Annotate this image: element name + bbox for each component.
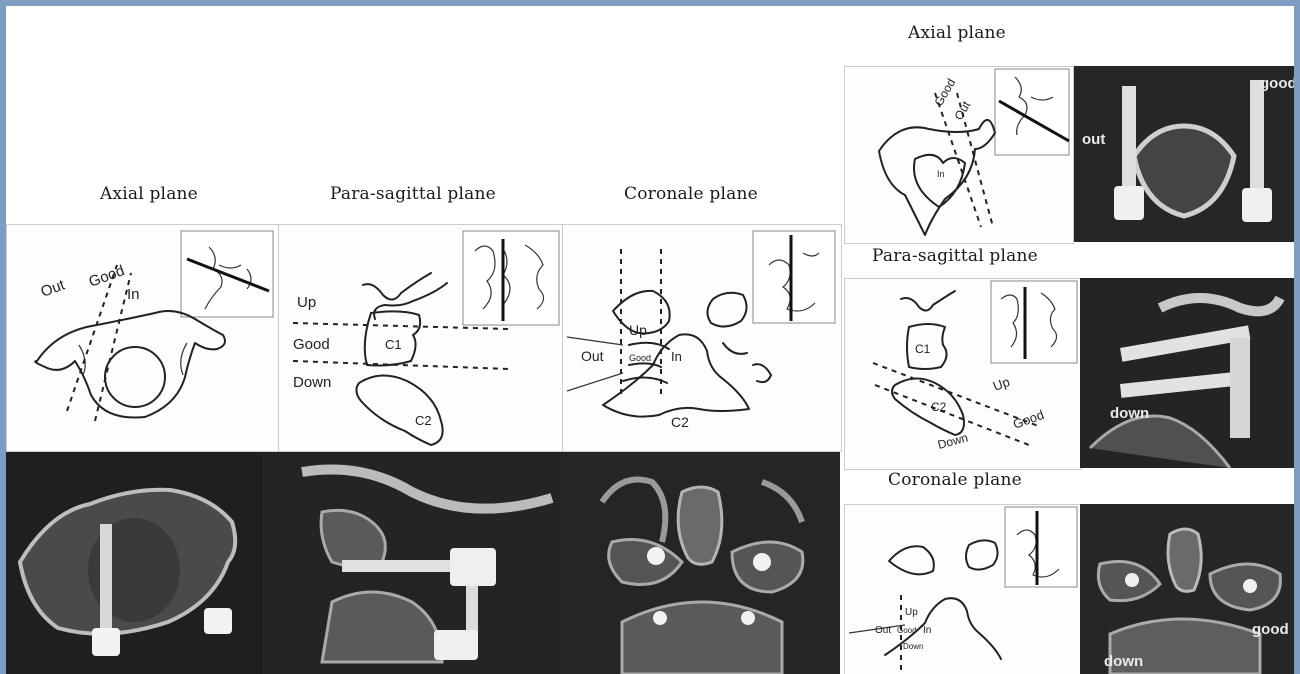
axial-sagittal-inset [995,69,1069,155]
label-down: Down [936,430,969,451]
label-down: down [1110,405,1149,422]
dens-outline [889,546,934,574]
label-up: Up [297,294,316,311]
screw-head-right [1242,188,1272,222]
c2-outline [892,378,964,435]
label-out: Out [951,98,973,122]
c2-outline [356,375,442,445]
label-good: good [1252,621,1289,638]
atlas-outline [35,311,225,418]
label-c2: C2 [415,413,432,428]
coronal-diagram-panel: Up Out Good In C2 [562,224,842,452]
label-c2: C2 [671,414,689,430]
trajectory-down-line [293,361,509,369]
label-good: Good [1011,407,1046,432]
lateral-mass-right [707,293,746,327]
screw-right-upper [753,553,771,571]
title-coronal-right: Coronale plane [888,470,1022,490]
label-good: Good [293,336,330,353]
c2-body [622,602,782,674]
spinal-canal [105,347,165,407]
label-in: In [127,286,140,303]
right-coronal-diagram-panel: Up Out Good In Down [844,504,1082,674]
right-ct-parasagittal-image: down [1080,278,1294,468]
label-out: Out [39,276,68,301]
title-parasagittal-left: Para-sagittal plane [330,184,496,204]
screw-left [1125,573,1139,587]
label-in: In [671,349,682,364]
label-c2: C2 [931,400,947,414]
title-coronal-left: Coronale plane [624,184,758,204]
label-in: In [923,625,931,636]
label-out: Out [581,348,604,364]
dens [1168,529,1201,591]
label-good: Good [87,262,127,291]
lateral-mass-right [966,540,998,569]
title-axial-left: Axial plane [100,184,198,204]
screw-left-lower [653,611,667,625]
screw-head-lower [434,630,478,660]
label-good: good [1260,75,1294,92]
label-out: out [1082,131,1105,148]
label-up: Up [905,607,918,618]
screw-left [1122,86,1136,196]
ct-axial-image [6,452,262,674]
coronal-sagittal-inset [1005,507,1077,587]
label-down: Down [903,642,923,651]
screw-head-left [1114,186,1144,220]
dens [678,487,722,564]
label-out: Out [875,625,891,636]
screw-right-lower [741,611,755,625]
label-up: Up [629,322,647,338]
screw-right [1250,80,1264,196]
c1-outline [901,291,955,369]
axial-diagram-panel: Out Good In [6,224,280,452]
label-good: Good [931,76,958,108]
parasagittal-diagram-panel: Up Good Down C1 C2 [278,224,564,452]
connecting-rod [1230,338,1250,438]
right-ct-axial-image: out good [1074,66,1294,242]
figure-canvas: Axial plane Para-sagittal plane Coronale… [6,6,1294,674]
parasagittal-axial-inset [463,231,559,325]
label-c1: C1 [385,337,402,352]
connecting-rod [466,586,478,634]
title-parasagittal-right: Para-sagittal plane [872,246,1038,266]
coronal-sagittal-inset [753,231,835,323]
screw-head-right [204,608,232,634]
title-axial-right: Axial plane [908,23,1006,43]
right-axial-diagram-panel: Good Out In [844,66,1074,244]
screw-shaft-upper [342,560,462,572]
label-down: Down [293,374,331,391]
spinal-canal-heart [914,155,965,207]
out-pointer-lower [567,373,623,391]
ct-coronal-image [562,452,840,674]
label-good: Good [629,353,651,363]
right-ct-coronal-image: down good [1080,504,1294,674]
label-c1: C1 [915,342,931,356]
screw-right [1243,579,1257,593]
screw-head-left [92,628,120,656]
label-good: Good [897,626,917,635]
label-down: down [1104,653,1143,670]
screw-head-upper [450,548,496,586]
label-up: Up [991,374,1012,394]
ct-parasagittal-image [262,452,562,674]
screw-shaft [100,524,112,634]
screw-left-upper [647,547,665,565]
right-parasagittal-diagram-panel: C1 C2 Up Good Down [844,278,1082,470]
parasagittal-axial-inset [991,281,1077,363]
out-pointer-upper [567,337,623,345]
label-in: In [937,169,945,179]
